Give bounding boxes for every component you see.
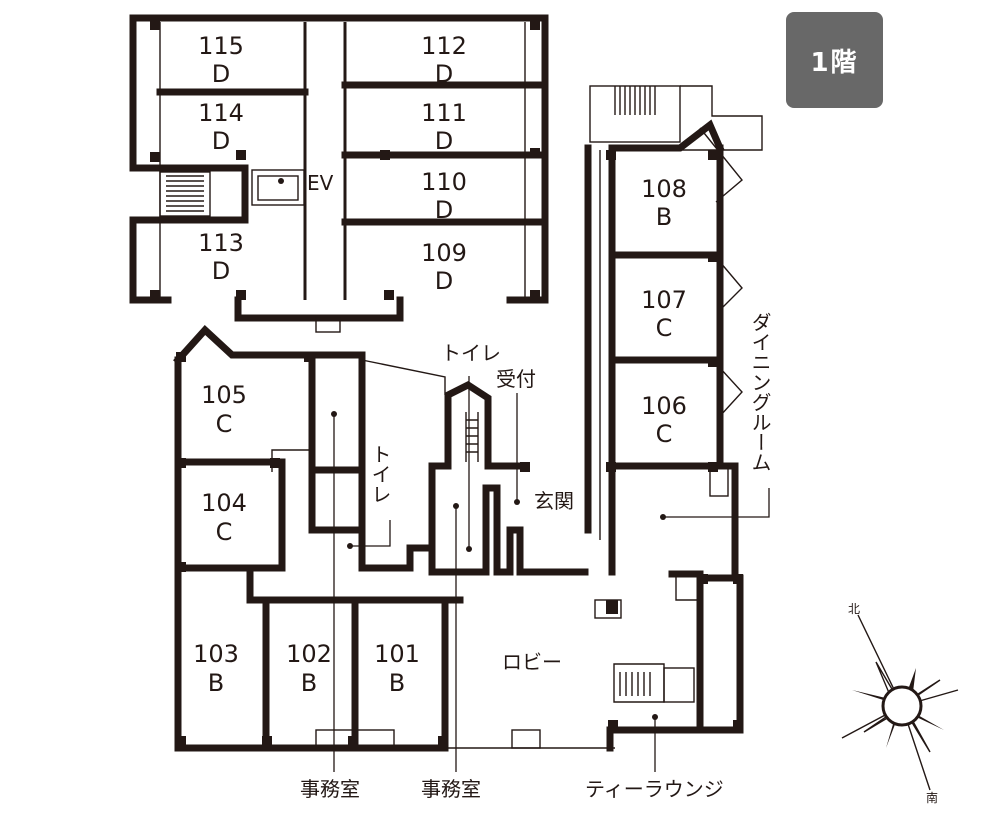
- room-109-type: D: [435, 267, 453, 295]
- room-104-type: C: [216, 518, 233, 546]
- room-103-type: B: [208, 669, 224, 697]
- room-112-number: 112: [421, 32, 467, 60]
- elevator-label: EV: [307, 171, 334, 195]
- room-113-number: 113: [198, 229, 244, 257]
- leader-lines: [333, 376, 770, 772]
- room-113-type: D: [212, 257, 230, 285]
- room-115-type: D: [212, 60, 230, 88]
- room-110-type: D: [435, 196, 453, 224]
- room-labels: 115 D 114 D 113 D 112 D 111 D 110 D 109 …: [193, 32, 687, 697]
- room-101-type: B: [389, 669, 405, 697]
- room-114-number: 114: [198, 99, 244, 127]
- room-102-number: 102: [286, 640, 332, 668]
- room-108-number: 108: [641, 175, 687, 203]
- compass-north-label: 北: [848, 602, 860, 616]
- lobby-label: ロビー: [502, 650, 562, 674]
- room-107-type: C: [656, 314, 673, 342]
- room-103-number: 103: [193, 640, 239, 668]
- east-wing: [584, 85, 763, 579]
- room-107-number: 107: [641, 286, 687, 314]
- room-102-type: B: [301, 669, 317, 697]
- room-112-type: D: [435, 60, 453, 88]
- room-105-number: 105: [201, 381, 247, 409]
- room-111-number: 111: [421, 99, 467, 127]
- west-wing: [173, 325, 589, 752]
- reception-label: 受付: [496, 367, 536, 391]
- room-111-type: D: [435, 127, 453, 155]
- toilet-left-label: トイレ: [368, 444, 392, 504]
- room-104-number: 104: [201, 489, 247, 517]
- floor-label-badge: 1階: [786, 12, 883, 108]
- dining-room-label: ダイニングルーム: [748, 312, 772, 472]
- room-101-number: 101: [374, 640, 420, 668]
- room-115-number: 115: [198, 32, 244, 60]
- office-2-label: 事務室: [421, 777, 481, 801]
- room-114-type: D: [212, 127, 230, 155]
- toilet-upper-label: トイレ: [441, 341, 501, 365]
- upper-wing: [129, 14, 549, 333]
- room-110-number: 110: [421, 168, 467, 196]
- entrance-label: 玄関: [534, 489, 574, 513]
- compass-rose: [841, 614, 959, 791]
- lobby-block: [315, 570, 744, 752]
- room-106-number: 106: [641, 392, 687, 420]
- room-105-type: C: [216, 410, 233, 438]
- room-108-type: B: [656, 203, 672, 231]
- room-109-number: 109: [421, 239, 467, 267]
- room-106-type: C: [656, 420, 673, 448]
- compass-south-label: 南: [926, 790, 938, 805]
- office-1-label: 事務室: [300, 777, 360, 801]
- area-labels: トイレ 受付 トイレ 玄関 ダイニングルーム ロビー 事務室 事務室 ティーラウ…: [300, 312, 938, 805]
- tea-lounge-label: ティーラウンジ: [585, 777, 724, 801]
